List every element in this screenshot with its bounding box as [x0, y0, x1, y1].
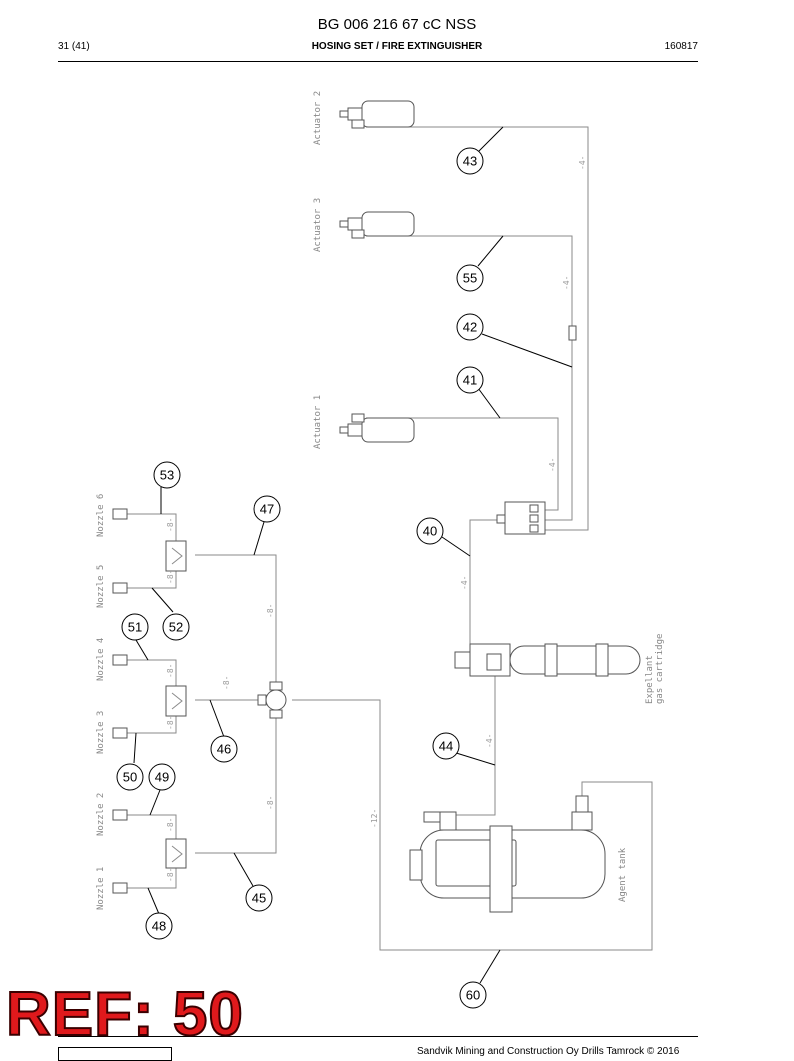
label-agent-tank: Agent tank	[618, 847, 628, 902]
hose-nozzle-6	[127, 513, 177, 541]
svg-text:49: 49	[155, 770, 169, 785]
callout-52: 52	[162, 613, 190, 641]
hose-expellant-tank	[450, 672, 496, 816]
hose-nozzle-3	[127, 716, 177, 734]
svg-text:46: 46	[217, 742, 231, 757]
header-rule	[58, 61, 698, 62]
callout-55: 55	[456, 264, 484, 292]
svg-text:44: 44	[439, 739, 453, 754]
svg-text:41: 41	[463, 373, 477, 388]
hose-nozzle-2	[127, 814, 177, 839]
hose-dist-bottom	[195, 710, 277, 854]
hose-size-label: -8-	[266, 604, 275, 618]
svg-text:53: 53	[160, 468, 174, 483]
hose-size-label: -4-	[578, 156, 587, 170]
callout-40: 40	[416, 517, 444, 545]
svg-text:51: 51	[128, 620, 142, 635]
callout-48: 48	[145, 912, 173, 940]
hose-size-label: -4-	[562, 276, 571, 290]
actuator-1	[339, 413, 415, 443]
hose-nozzle-4	[127, 659, 177, 686]
hose-size-label: -8-	[266, 796, 275, 810]
label-actuator-3: Actuator 3	[313, 198, 323, 252]
callout-49: 49	[148, 763, 176, 791]
distributor-cross	[257, 681, 287, 719]
hose-size-label: -8-	[166, 818, 175, 832]
svg-text:55: 55	[463, 271, 477, 286]
manifold-block	[496, 501, 546, 535]
hose-actuator-1	[366, 417, 559, 511]
callout-50: 50	[116, 763, 144, 791]
nozzles	[112, 508, 128, 894]
label-nozzle-5: Nozzle 5	[96, 565, 106, 608]
svg-text:42: 42	[463, 320, 477, 335]
expellant-gas-cartridge	[454, 643, 641, 677]
callout-60: 60	[459, 981, 487, 1009]
callout-44: 44	[432, 732, 460, 760]
hose-size-label: -4-	[460, 576, 469, 590]
hose-dist-top	[195, 554, 277, 690]
label-nozzle-3: Nozzle 3	[96, 711, 106, 754]
footer-rule	[58, 1036, 698, 1037]
tee-middle	[165, 685, 187, 717]
svg-text:43: 43	[463, 154, 477, 169]
hose-actuator-3	[366, 235, 573, 521]
label-actuator-1: Actuator 1	[313, 395, 323, 449]
hose-size-label: -4-	[485, 734, 494, 748]
hose-nozzle-5	[127, 571, 177, 589]
tee-lower	[165, 838, 187, 869]
section-title: HOSING SET / FIRE EXTINGUISHER	[311, 41, 483, 52]
hose-nozzle-1	[127, 868, 177, 889]
agent-tank	[409, 795, 606, 913]
page-number: 31 (41)	[58, 41, 90, 52]
hose-size-label: -8-	[166, 664, 175, 678]
hose-size-label: -8-	[166, 868, 175, 882]
hose-manifold-expellant	[469, 519, 500, 648]
svg-text:52: 52	[169, 620, 183, 635]
hose-lines	[127, 126, 653, 951]
callout-53: 53	[153, 461, 181, 489]
hose-size-label: -8-	[222, 676, 231, 690]
leader-lines	[133, 126, 573, 984]
callout-46: 46	[210, 735, 238, 763]
svg-text:48: 48	[152, 919, 166, 934]
svg-text:45: 45	[252, 891, 266, 906]
callout-47: 47	[253, 495, 281, 523]
revision-date: 160817	[664, 41, 698, 52]
callout-43: 43	[456, 147, 484, 175]
actuator-2	[339, 100, 415, 129]
svg-text:60: 60	[466, 988, 480, 1003]
hose-actuator-2	[366, 126, 589, 531]
tee-upper	[165, 540, 187, 572]
hose-size-label: -8-	[166, 570, 175, 584]
svg-text:40: 40	[423, 524, 437, 539]
svg-text:50: 50	[123, 770, 137, 785]
hose-size-label: -4-	[548, 458, 557, 472]
callout-41: 41	[456, 366, 484, 394]
label-gas-cartridge: gas cartridge	[655, 634, 665, 704]
label-actuator-2: Actuator 2	[313, 91, 323, 145]
callout-45: 45	[245, 884, 273, 912]
hose-size-label: -12-	[370, 809, 379, 828]
hose-size-label: -8-	[166, 716, 175, 730]
hose-size-label: -8-	[166, 518, 175, 532]
label-expellant: Expellant	[645, 655, 655, 704]
copyright-text: Sandvik Mining and Construction Oy Drill…	[417, 1046, 680, 1057]
label-nozzle-2: Nozzle 2	[96, 793, 106, 836]
callout-51: 51	[121, 613, 149, 641]
label-nozzle-6: Nozzle 6	[96, 494, 106, 537]
ref-stamp: REF: 50	[5, 980, 244, 1049]
inline-connector	[568, 325, 577, 341]
label-nozzle-4: Nozzle 4	[96, 638, 106, 681]
logo-box	[58, 1047, 172, 1061]
svg-text:47: 47	[260, 502, 274, 517]
hose-main	[292, 699, 653, 951]
actuator-3	[339, 211, 415, 239]
label-nozzle-1: Nozzle 1	[96, 867, 106, 910]
callout-42: 42	[456, 313, 484, 341]
document-title: BG 006 216 67 cC NSS	[317, 16, 477, 33]
